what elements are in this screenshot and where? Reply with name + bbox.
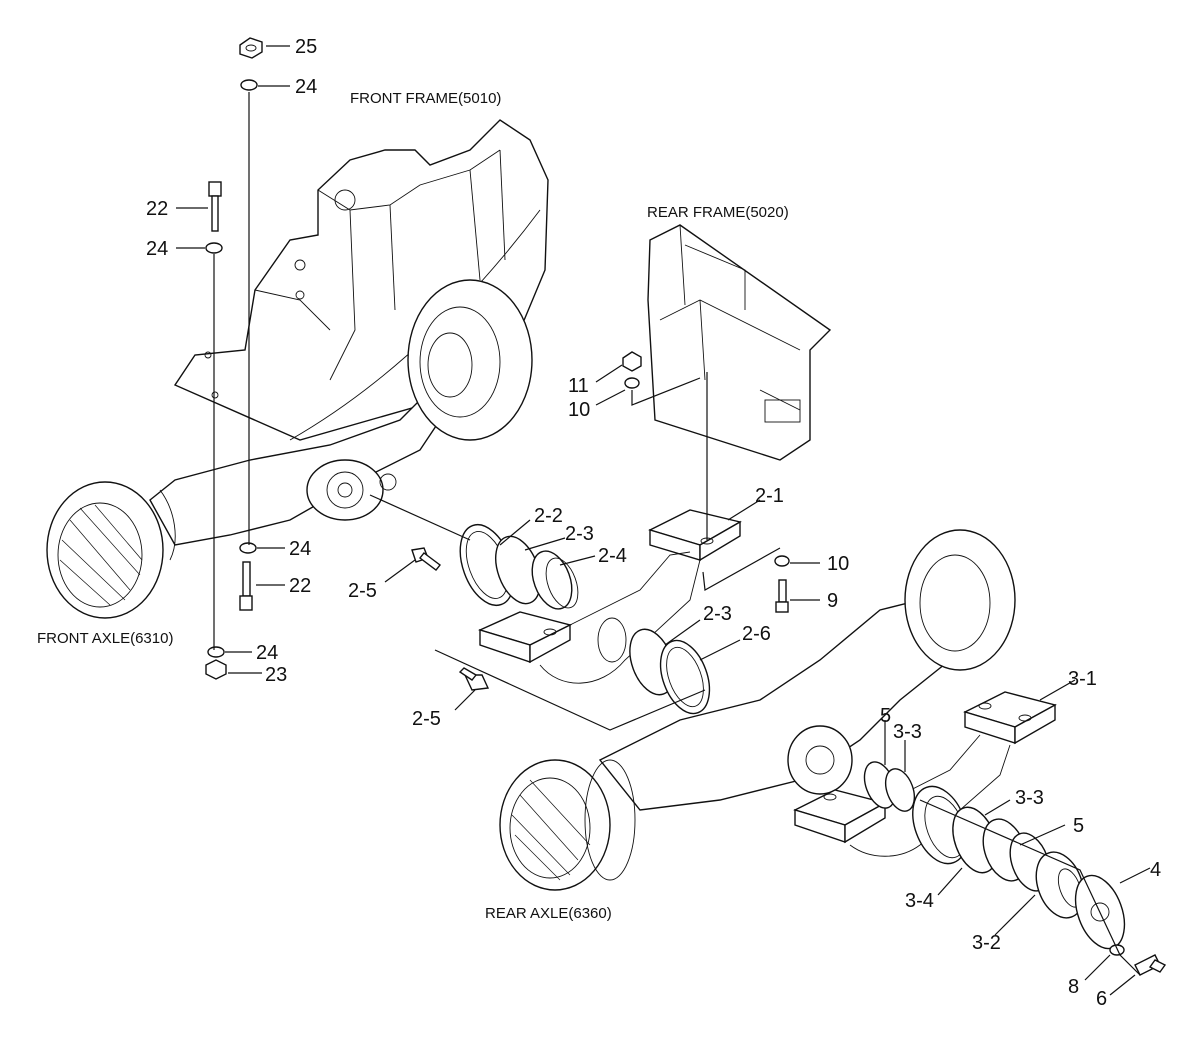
front-trunnion-bracket — [478, 509, 742, 684]
rear-axle-drawing — [499, 529, 1016, 891]
callout-24-top: 24 — [295, 76, 317, 98]
callout-24-bottom: 24 — [256, 642, 278, 664]
callout-3-2: 3-2 — [972, 932, 1001, 954]
callout-2-5-low: 2-5 — [412, 708, 441, 730]
ring-parts — [459, 523, 1126, 950]
callout-2-3-top: 2-3 — [565, 523, 594, 545]
callout-10-right: 10 — [827, 553, 849, 575]
callout-5-low: 5 — [1073, 815, 1084, 837]
callout-2-6: 2-6 — [742, 623, 771, 645]
callout-3-3-top: 3-3 — [893, 721, 922, 743]
front-frame-label: FRONT FRAME(5010) — [350, 90, 501, 107]
callout-25: 25 — [295, 36, 317, 58]
callout-3-4: 3-4 — [905, 890, 934, 912]
rear-frame-drawing — [647, 224, 832, 461]
callout-3-3-low: 3-3 — [1015, 787, 1044, 809]
callout-22-top: 22 — [146, 198, 168, 220]
callout-23: 23 — [265, 664, 287, 686]
callout-24-low: 24 — [289, 538, 311, 560]
rear-trunnion-bracket — [793, 691, 1057, 857]
callout-4: 4 — [1150, 859, 1161, 881]
callout-5-top: 5 — [880, 705, 891, 727]
callout-2-5-top: 2-5 — [348, 580, 377, 602]
callout-2-4: 2-4 — [598, 545, 627, 567]
callout-3-1: 3-1 — [1068, 668, 1097, 690]
callout-9: 9 — [827, 590, 838, 612]
callout-6: 6 — [1096, 988, 1107, 1010]
callout-24-mid: 24 — [146, 238, 168, 260]
callout-2-2: 2-2 — [534, 505, 563, 527]
callout-8: 8 — [1068, 976, 1079, 998]
assembly-lines — [213, 92, 1141, 976]
rear-axle-label: REAR AXLE(6360) — [485, 905, 612, 922]
callout-2-3-low: 2-3 — [703, 603, 732, 625]
callout-2-1: 2-1 — [755, 485, 784, 507]
callout-22-low: 22 — [289, 575, 311, 597]
fasteners — [205, 37, 1167, 976]
rear-frame-label: REAR FRAME(5020) — [647, 204, 789, 221]
callout-11: 11 — [568, 375, 589, 397]
front-axle-drawing — [46, 279, 533, 619]
leader-lines — [176, 45, 1151, 996]
front-axle-label: FRONT AXLE(6310) — [37, 630, 173, 647]
callout-10-top: 10 — [568, 399, 590, 421]
